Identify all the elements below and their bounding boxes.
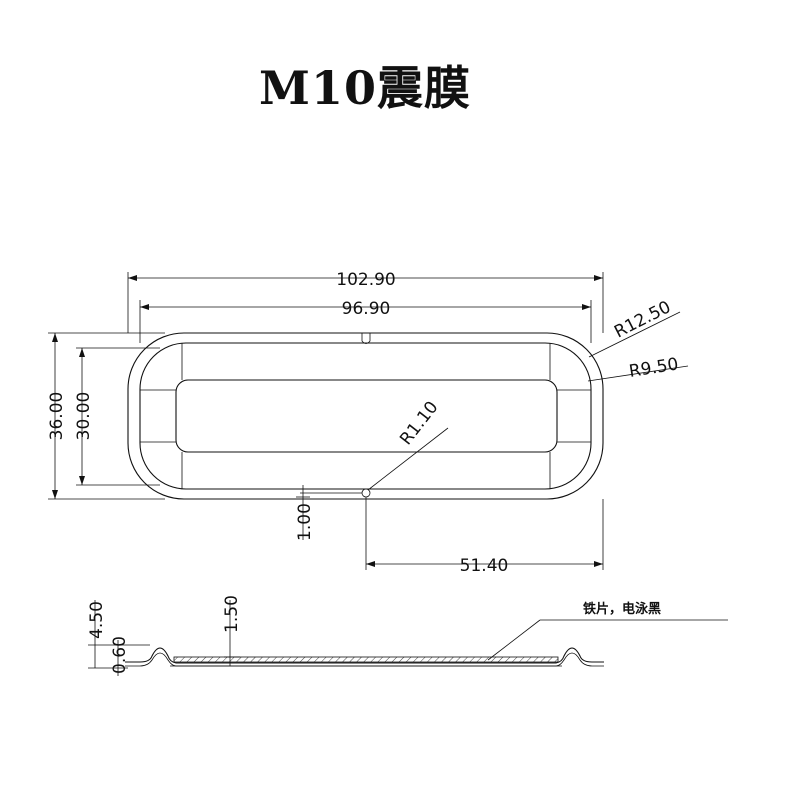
inner-length-label: 96.90 <box>342 299 391 319</box>
dim-inner-length: 96.90 <box>139 299 592 343</box>
total-height-label: 4.50 <box>87 601 107 639</box>
side-view <box>125 647 604 667</box>
small-radius-label: R1.10 <box>396 398 442 449</box>
iron-plate-section <box>173 656 559 663</box>
inner-radius-label: R9.50 <box>628 354 680 382</box>
small-hole <box>361 488 371 498</box>
overall-width-label: 36.00 <box>47 392 67 441</box>
offset-label: 1.00 <box>295 503 315 541</box>
dome-side-lines <box>181 343 551 489</box>
center-plate-outline <box>175 379 558 453</box>
drawing-title: M10震膜 <box>259 61 471 115</box>
inner-outline <box>139 342 592 490</box>
dim-inner-width: 30.00 <box>74 347 160 486</box>
outer-outline <box>127 332 604 500</box>
inner-width-label: 30.00 <box>74 392 94 441</box>
plate-thickness-label: 0.60 <box>110 636 130 674</box>
dim-radii: R12.50 R9.50 R1.10 <box>367 297 689 491</box>
dim-offset: 1.00 <box>295 485 315 541</box>
diaphragm-top-profile <box>125 647 604 664</box>
dome-end-lines <box>140 389 591 443</box>
material-callout-label: 铁片，电泳黑 <box>582 601 661 617</box>
overall-length-label: 102.90 <box>336 270 395 290</box>
step-height-label: 1.50 <box>222 595 242 633</box>
dim-overall-length: 102.90 <box>127 270 604 333</box>
dim-overall-width: 36.00 <box>47 332 165 500</box>
dim-half-length: 51.40 <box>365 497 604 576</box>
dim-side: 4.50 0.60 1.50 <box>87 595 242 676</box>
top-notch <box>361 333 371 344</box>
top-view <box>127 332 604 500</box>
material-callout: 铁片，电泳黑 <box>487 601 728 661</box>
half-length-label: 51.40 <box>460 556 509 576</box>
